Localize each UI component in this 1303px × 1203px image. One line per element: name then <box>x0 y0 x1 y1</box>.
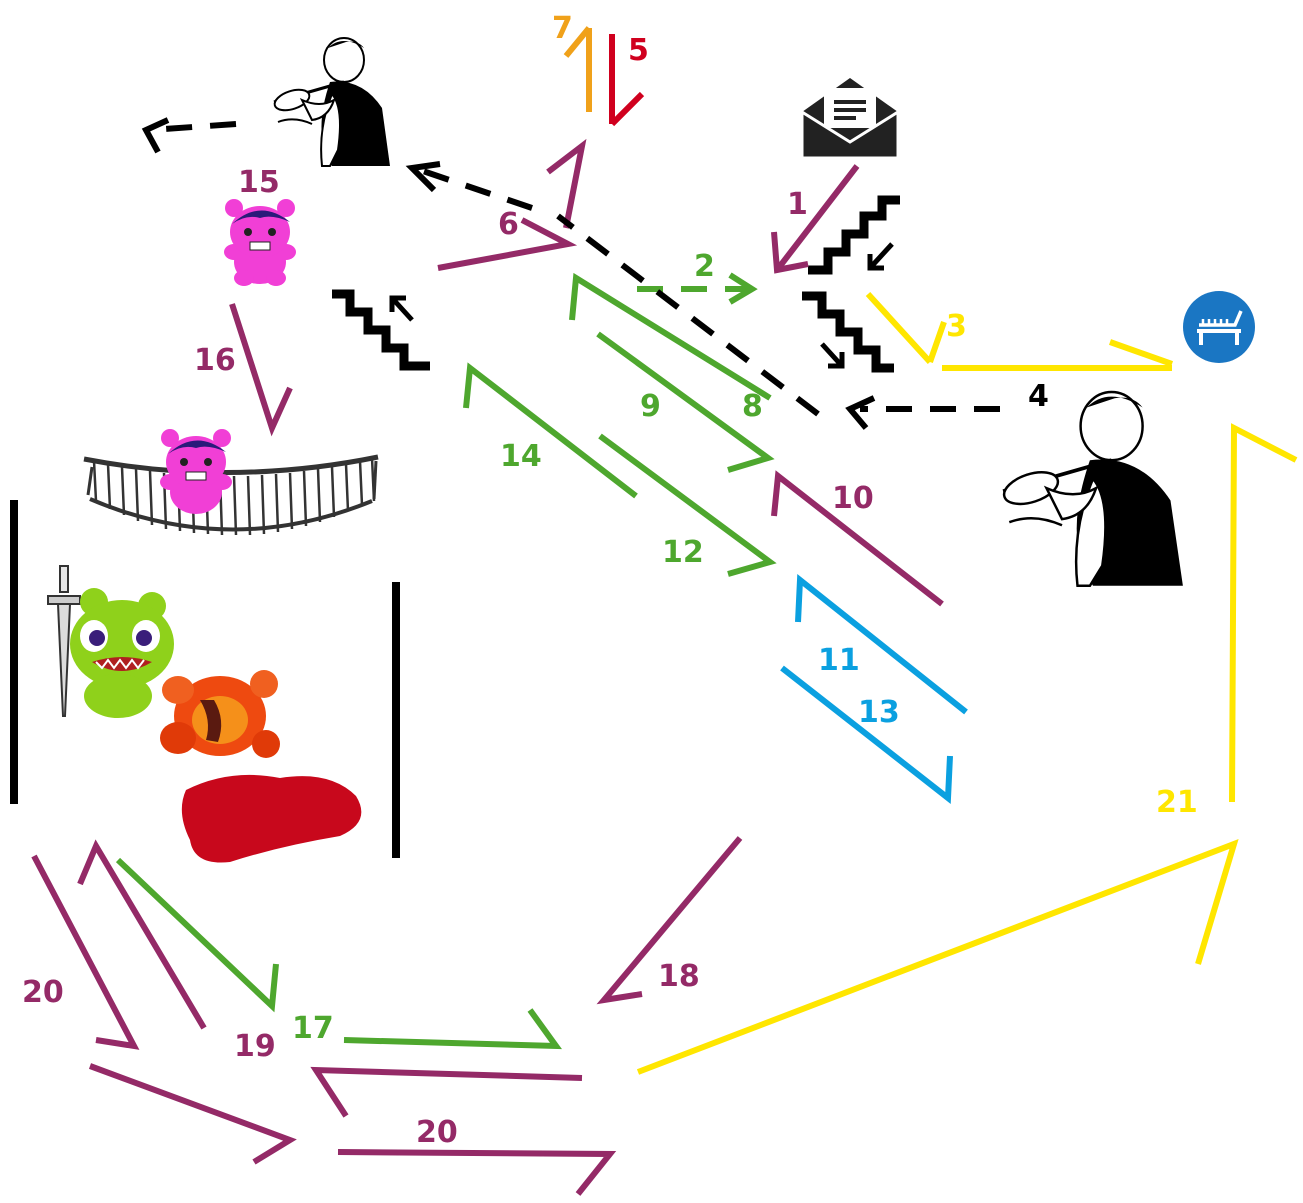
step-label-10: 10 <box>832 481 874 516</box>
arrow-3-b <box>942 339 1174 371</box>
pink-bear-icon <box>160 429 232 514</box>
arrow-5 <box>609 34 645 127</box>
step-label-11: 11 <box>818 643 860 678</box>
arrow-16 <box>229 303 293 437</box>
arrow-14 <box>463 362 638 499</box>
step-label-20: 20 <box>22 975 64 1010</box>
pink-bear-icon <box>224 199 296 286</box>
step-label-3: 3 <box>946 309 967 344</box>
arrow-4-head <box>845 395 876 430</box>
step-label-19: 19 <box>234 1029 276 1064</box>
arrow-6 <box>437 217 578 271</box>
blood-pool-icon <box>181 774 362 863</box>
step-label-7: 7 <box>552 11 573 46</box>
balcony-icon <box>83 454 379 536</box>
step-label-20: 20 <box>416 1115 458 1150</box>
step-label-13: 13 <box>858 695 900 730</box>
arrow-21 <box>636 839 1239 1075</box>
stairs-down-icon <box>808 195 900 275</box>
step-label-9: 9 <box>640 389 661 424</box>
step-label-8: 8 <box>742 389 763 424</box>
envelope-icon <box>800 78 900 160</box>
arrow-9 <box>596 331 775 473</box>
step-label-1: 1 <box>787 187 808 222</box>
step-label-21: 21 <box>1156 785 1198 820</box>
arrow-black-left <box>149 121 237 133</box>
green-monster-icon <box>70 588 174 718</box>
bed-icon <box>1183 291 1255 363</box>
arrow-20-c <box>337 1149 617 1196</box>
violinist-icon <box>1002 390 1183 587</box>
arrow-7 <box>563 26 592 112</box>
arrow-3 <box>865 291 947 365</box>
step-label-15: 15 <box>238 165 280 200</box>
arrow-10 <box>771 470 944 607</box>
stairs-up-icon <box>332 289 430 371</box>
arrow-black-diagonal-head <box>405 161 441 193</box>
arrow-17-b <box>343 1008 562 1050</box>
arrow-1 <box>771 164 860 274</box>
step-label-5: 5 <box>628 33 649 68</box>
arrow-20-b <box>88 1063 297 1165</box>
arrow-black-left-head <box>141 117 170 154</box>
step-label-16: 16 <box>194 343 236 378</box>
arrow-6-b <box>546 138 587 229</box>
fallen-orange-bear-icon <box>160 670 280 758</box>
arrow-19 <box>310 1066 583 1118</box>
arrow-black-diagonal <box>419 167 820 417</box>
step-label-6: 6 <box>498 207 519 242</box>
arrow-2-head <box>728 272 758 305</box>
dagger-icon <box>47 565 81 717</box>
step-label-12: 12 <box>662 535 704 570</box>
stairs-down-icon <box>802 291 894 373</box>
arrow-8 <box>569 272 772 401</box>
arrow-19-b <box>77 839 207 1030</box>
arrow-20 <box>31 854 140 1050</box>
arrow-12 <box>598 433 777 577</box>
step-label-4: 4 <box>1028 379 1049 414</box>
arrow-11 <box>795 574 968 715</box>
violinist-icon <box>273 37 390 167</box>
step-label-18: 18 <box>658 959 700 994</box>
arrow-17 <box>115 857 279 1013</box>
arrow-13 <box>780 665 953 804</box>
step-label-14: 14 <box>500 439 542 474</box>
arrow-18 <box>596 836 743 1005</box>
step-label-17: 17 <box>292 1011 334 1046</box>
arrow-21-b <box>1229 423 1298 803</box>
step-label-2: 2 <box>694 249 715 284</box>
